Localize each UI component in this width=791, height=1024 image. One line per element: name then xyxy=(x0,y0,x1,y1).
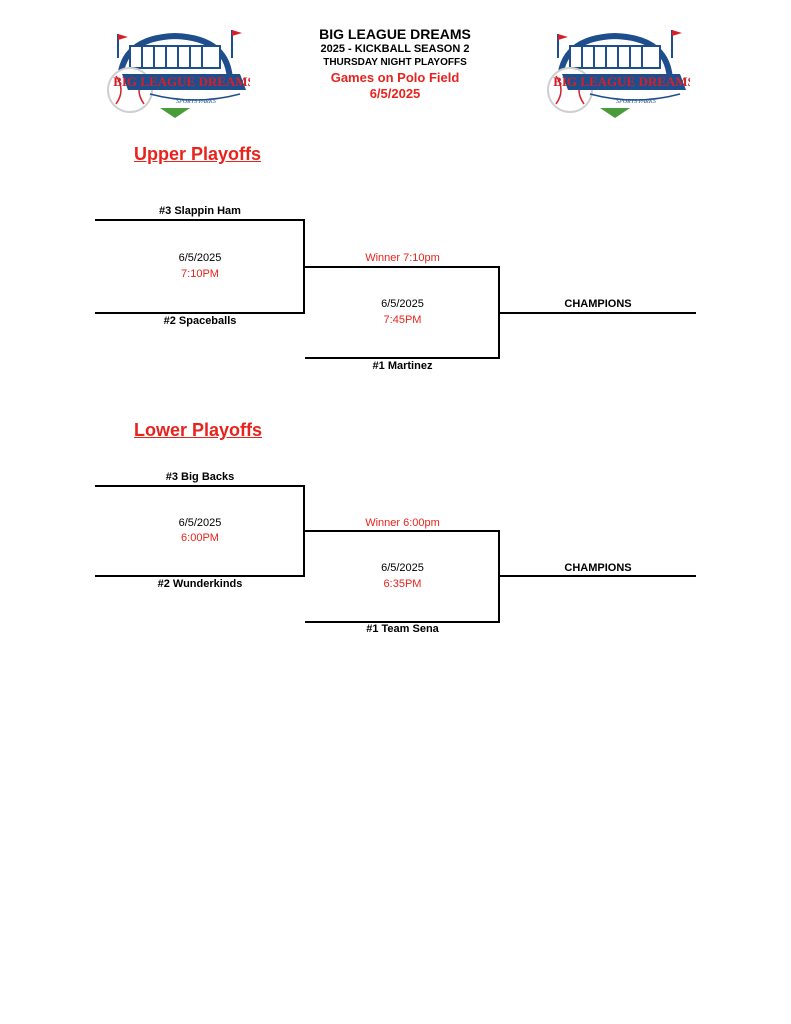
upper-winner-line xyxy=(305,266,500,268)
header-season: 2025 - KICKBALL SEASON 2 xyxy=(320,43,470,55)
logo-main-text: BIG LEAGUE DREAMS xyxy=(553,74,690,89)
upper-game2-connector xyxy=(498,266,500,359)
upper-seed1-team: #1 Martinez xyxy=(372,360,433,372)
logo-sub-text: SPORTS PARKS xyxy=(176,99,216,105)
lower-seed2-team: #2 Wunderkinds xyxy=(157,578,243,590)
lower-game1-date: 6/5/2025 xyxy=(178,517,222,529)
lower-playoffs-title: Lower Playoffs xyxy=(134,420,263,440)
lower-game1-time: 6:00PM xyxy=(181,532,219,544)
header-title: BIG LEAGUE DREAMS xyxy=(319,26,471,42)
upper-champions-label: CHAMPIONS xyxy=(564,298,632,310)
upper-seed3-team: #3 Slappin Ham xyxy=(159,205,241,217)
upper-game2-time: 7:45PM xyxy=(383,314,422,326)
upper-seed1-line xyxy=(305,357,500,359)
lower-seed1-line xyxy=(305,621,500,623)
lower-game2-connector xyxy=(498,530,500,623)
header-date: 6/5/2025 xyxy=(369,86,421,101)
big-league-dreams-logo-right: BIG LEAGUE DREAMS SPORTS PARKS xyxy=(547,30,690,118)
upper-champions-line xyxy=(500,312,696,314)
big-league-dreams-logo-left: BIG LEAGUE DREAMS SPORTS PARKS xyxy=(107,30,250,118)
upper-game2-date: 6/5/2025 xyxy=(381,298,424,310)
upper-winner-label: Winner 7:10pm xyxy=(365,252,440,264)
header-field: Games on Polo Field xyxy=(330,70,460,85)
upper-game1-connector xyxy=(303,219,305,314)
upper-seed2-team: #2 Spaceballs xyxy=(163,315,237,327)
header: BIG LEAGUE DREAMS 2025 - KICKBALL SEASON… xyxy=(295,26,495,101)
upper-playoffs-title: Upper Playoffs xyxy=(134,144,262,164)
header-subtitle: THURSDAY NIGHT PLAYOFFS xyxy=(323,57,467,68)
lower-champions-line xyxy=(500,575,696,577)
lower-seed3-line xyxy=(95,485,305,487)
lower-game1-connector xyxy=(303,485,305,577)
logo-main-text: BIG LEAGUE DREAMS xyxy=(113,74,250,89)
upper-seed2-line xyxy=(95,312,305,314)
lower-seed1-team: #1 Team Sena xyxy=(366,623,439,635)
lower-winner-line xyxy=(305,530,500,532)
upper-game1-date: 6/5/2025 xyxy=(178,252,222,264)
lower-seed3-team: #3 Big Backs xyxy=(165,471,235,483)
lower-game2-date: 6/5/2025 xyxy=(381,562,424,574)
upper-seed3-line xyxy=(95,219,305,221)
logo-sub-text: SPORTS PARKS xyxy=(616,99,656,105)
upper-game1-time: 7:10PM xyxy=(181,268,219,280)
lower-seed2-line xyxy=(95,575,305,577)
lower-champions-label: CHAMPIONS xyxy=(564,562,632,574)
lower-winner-label: Winner 6:00pm xyxy=(365,517,440,529)
lower-game2-time: 6:35PM xyxy=(383,578,422,590)
